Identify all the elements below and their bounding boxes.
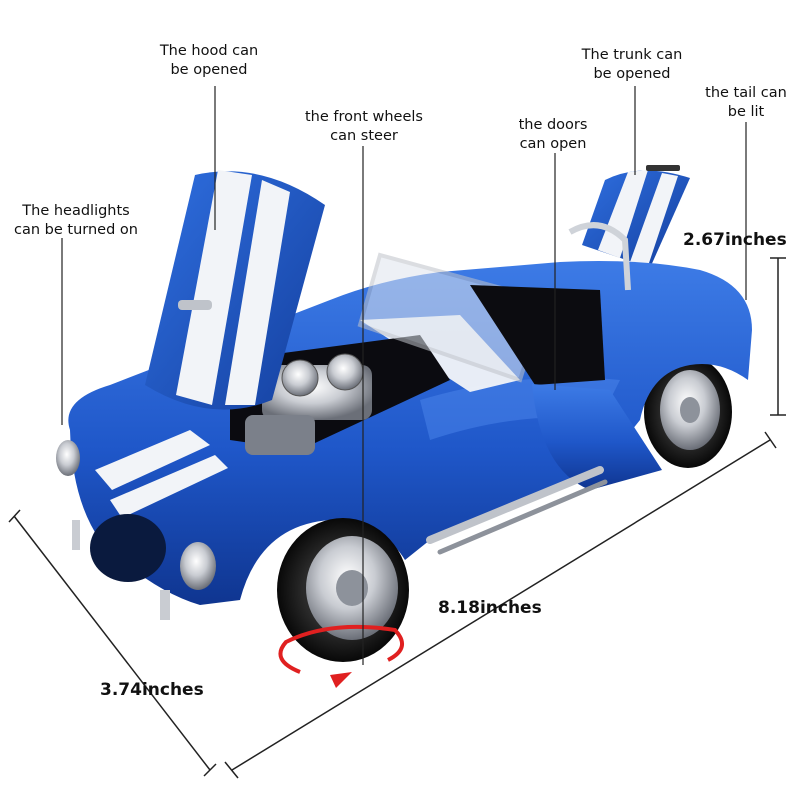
rear-wheel bbox=[644, 356, 732, 468]
side-exhaust bbox=[426, 466, 608, 555]
width-dimension: 3.74inches bbox=[100, 680, 204, 700]
tail-callout: the tail can be lit bbox=[705, 85, 787, 120]
callout-lines bbox=[61, 86, 747, 665]
trunk-lid bbox=[582, 165, 690, 268]
headlights bbox=[56, 440, 216, 620]
dimension-lines bbox=[8, 257, 786, 779]
doors-callout: the doors can open bbox=[518, 117, 588, 152]
front-wheels-callout: the front wheels can steer bbox=[305, 109, 423, 144]
headlights-callout: The headlights can be turned on bbox=[14, 203, 138, 238]
front-wheel bbox=[277, 518, 409, 662]
height-dimension: 2.67inches bbox=[683, 230, 787, 250]
engine-bay bbox=[230, 335, 450, 455]
trunk-callout: The trunk can be opened bbox=[581, 47, 683, 82]
length-dimension: 8.18inches bbox=[438, 598, 542, 618]
hood-callout: The hood can be opened bbox=[159, 43, 259, 78]
windshield bbox=[357, 222, 631, 385]
steer-arrow-icon bbox=[278, 624, 404, 674]
open-door bbox=[532, 384, 662, 490]
hood-lid bbox=[145, 170, 325, 410]
